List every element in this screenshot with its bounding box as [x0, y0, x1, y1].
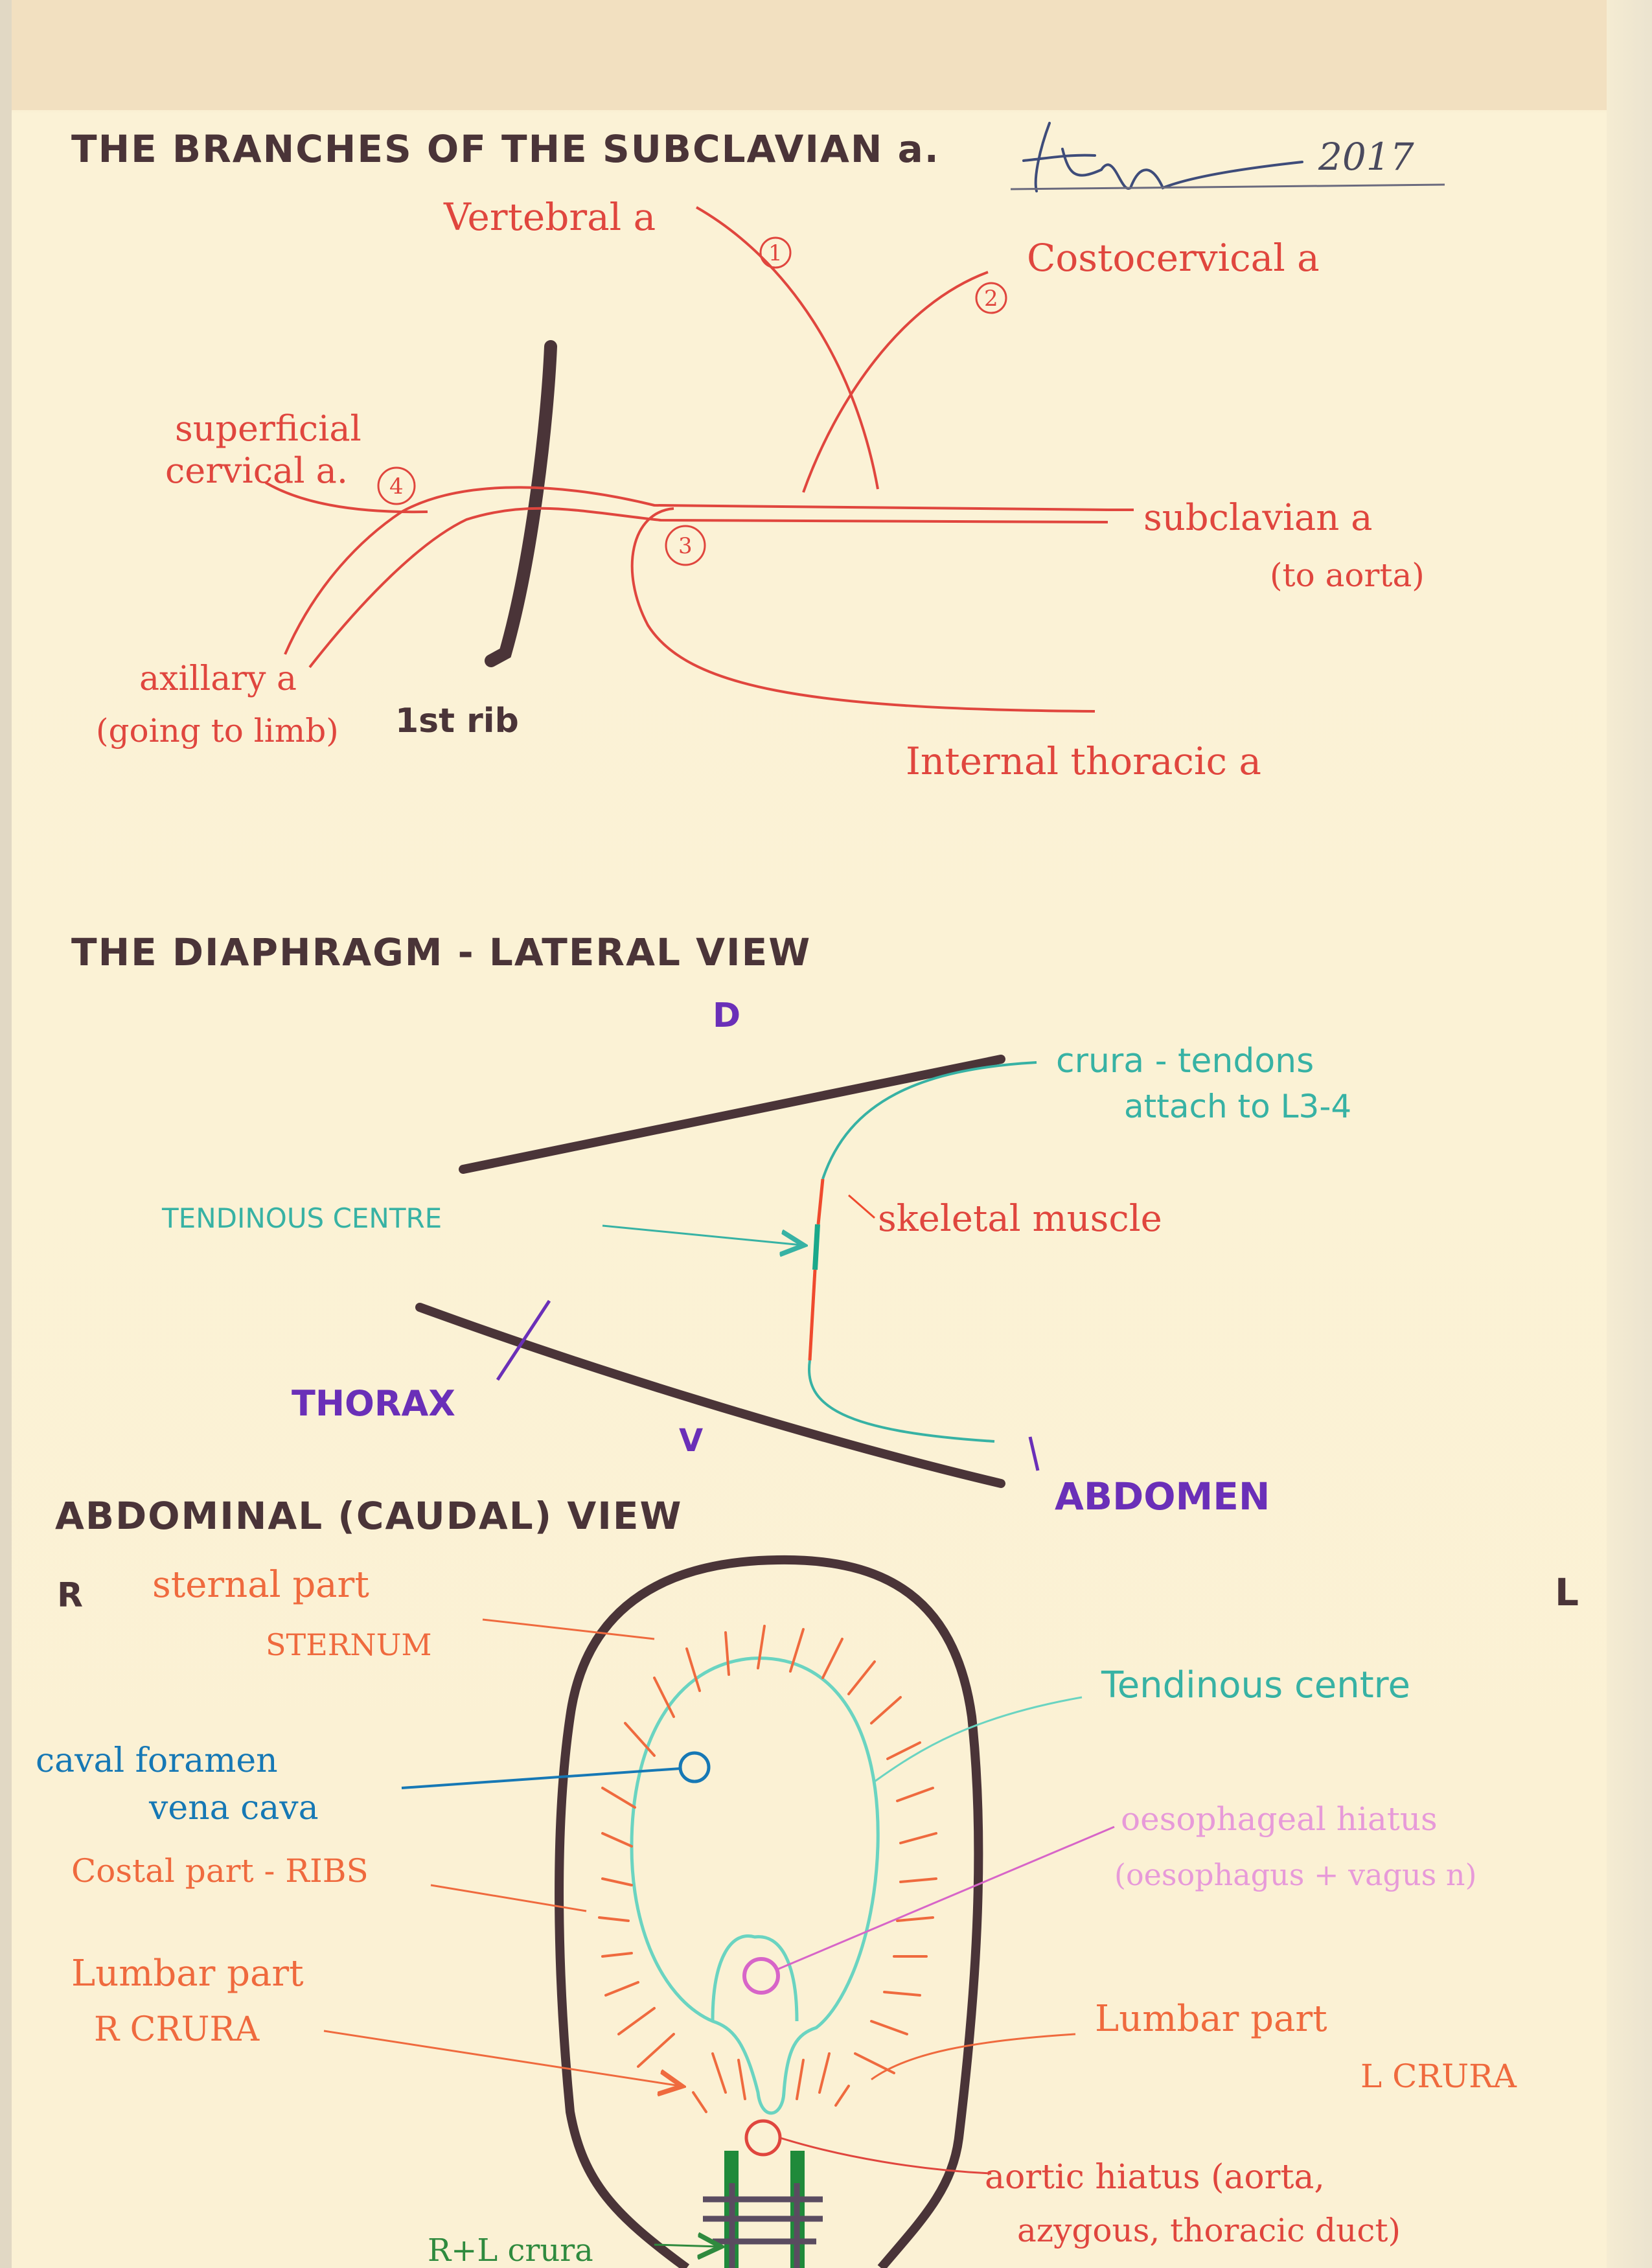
internal-thoracic-artery: [630, 507, 1096, 713]
skeletal-muscle-ventral: [808, 1269, 817, 1361]
lumbar-l-label-2: L CRURA: [1360, 2057, 1517, 2095]
axillary-label-1: axillary a: [139, 659, 297, 698]
abdominal-view-title: ABDOMINAL (CAUDAL) VIEW: [55, 1494, 682, 1538]
oesophageal-hiatus-pointer: [777, 1826, 1115, 1971]
aortic-hiatus: [744, 2119, 782, 2157]
lumbar-r-label-2: R CRURA: [94, 2010, 260, 2049]
rl-crura-arrow: [654, 2245, 719, 2247]
lumbar-r-pointer: [323, 2030, 680, 2086]
tendinous-centre: [630, 1656, 880, 2115]
superficial-cervical-artery: [264, 481, 428, 514]
aortic-hiatus-label-2: azygous, thoracic duct): [1017, 2212, 1401, 2249]
lateral-view-title: THE DIAPHRAGM - LATERAL VIEW: [71, 930, 811, 974]
aortic-hiatus-pointer: [779, 2136, 992, 2175]
costal-part-label: Costal part - RIBS: [71, 1852, 369, 1890]
dorsal-body-wall: [459, 1055, 1005, 1174]
oesophageal-contents-label: (oesophagus + vagus n): [1114, 1857, 1476, 1892]
paper-top-band: [0, 0, 1652, 110]
vertebral-artery: [696, 206, 879, 490]
signature-underline: [1010, 183, 1445, 190]
lateral-view-section: THE DIAPHRAGM - LATERAL VIEW D crura - t…: [71, 930, 1351, 1518]
signature-scribble: [1022, 122, 1303, 192]
branch-number-4: 4: [377, 466, 416, 505]
costocervical-label: Costocervical a: [1027, 236, 1320, 280]
axillary-label-2: (going to limb): [96, 712, 339, 750]
crura-label-1: crura - tendons: [1056, 1042, 1314, 1081]
subclavian-artery-lower-wall: [308, 507, 1108, 669]
superficial-cervical-label-2: cervical a.: [165, 450, 348, 491]
svg-text:3: 3: [678, 533, 693, 559]
oesophageal-hiatus-label: oesophageal hiatus: [1121, 1800, 1438, 1838]
skeletal-muscle-dorsal: [816, 1178, 825, 1225]
costal-part-pointer: [430, 1884, 587, 1912]
crura-base: [703, 2151, 823, 2268]
signature: 2017: [1010, 122, 1445, 192]
lumbar-l-pointer: [871, 2033, 1076, 2081]
branch-number-3: 3: [665, 525, 706, 566]
subclavian-artery-upper-wall: [284, 486, 1108, 655]
lumbar-l-label-1: Lumbar part: [1095, 1998, 1327, 2040]
costocervical-trunk: [802, 271, 989, 493]
right-side-label: R: [57, 1576, 83, 1615]
svg-text:2: 2: [984, 286, 998, 312]
signature-year: 2017: [1318, 135, 1414, 179]
oesophageal-hiatus: [742, 1957, 780, 1995]
tendinous-centre-label-abd: Tendinous centre: [1101, 1664, 1410, 1706]
sternum-label: STERNUM: [266, 1627, 432, 1662]
skeletal-muscle-pointer: [848, 1194, 875, 1219]
ventral-body-wall: [415, 1303, 1005, 1488]
svg-text:4: 4: [389, 474, 404, 499]
abdomen-pointer: [1028, 1436, 1040, 1471]
sternal-part-pointer: [482, 1618, 655, 1640]
body-wall-outline: [555, 1555, 983, 2268]
paper-right-edge: [1607, 0, 1652, 2268]
vena-cava-label: vena cava: [148, 1789, 319, 1827]
caval-foramen: [678, 1751, 711, 1783]
caval-foramen-label: caval foramen: [36, 1741, 278, 1780]
lumbar-r-label-1: Lumbar part: [71, 1953, 304, 1995]
abdominal-view-section: ABDOMINAL (CAUDAL) VIEW R L: [36, 1494, 1579, 2268]
first-rib: [485, 340, 557, 667]
branch-number-1: 1: [759, 236, 792, 269]
abdomen-label: ABDOMEN: [1055, 1474, 1270, 1518]
crura-tendon-ventral: [808, 1360, 995, 1443]
dorsal-label: D: [713, 996, 740, 1035]
thorax-label: THORAX: [292, 1383, 455, 1424]
tendinous-centre-label: TENDINOUS CENTRE: [161, 1202, 442, 1234]
svg-text:1: 1: [768, 240, 783, 266]
crura-tendon-dorsal: [821, 1061, 1037, 1180]
rl-crura-label: R+L crura: [428, 2232, 593, 2268]
subclavian-title: THE BRANCHES OF THE SUBCLAVIAN a.: [71, 127, 940, 171]
tendinous-centre-pointer: [874, 1696, 1083, 1783]
tendinous-centre-notch: [711, 1934, 799, 2022]
aortic-hiatus-label-1: aortic hiatus (aorta,: [985, 2158, 1325, 2197]
first-rib-label: 1st rib: [395, 702, 519, 740]
left-side-label: L: [1555, 1570, 1579, 1614]
crura-label-2: attach to L3-4: [1124, 1088, 1351, 1125]
tendinous-centre-arrow: [602, 1224, 802, 1245]
internal-thoracic-label: Internal thoracic a: [906, 739, 1261, 783]
superficial-cervical-label-1: superficial: [175, 408, 361, 449]
caval-foramen-pointer: [401, 1767, 681, 1789]
subclavian-section: THE BRANCHES OF THE SUBCLAVIAN a. 2017: [71, 122, 1445, 783]
thorax-pointer: [496, 1300, 551, 1381]
branch-number-2: 2: [975, 282, 1007, 314]
sternal-part-label: sternal part: [152, 1564, 369, 1606]
skeletal-muscle-label: skeletal muscle: [878, 1198, 1162, 1240]
muscle-fibres: [598, 1625, 937, 2113]
ventral-label: V: [679, 1423, 703, 1459]
subclavian-label-2: (to aorta): [1270, 556, 1425, 594]
paper-left-edge: [0, 0, 12, 2268]
subclavian-label-1: subclavian a: [1143, 497, 1373, 539]
tendinous-centre-segment: [812, 1224, 820, 1270]
vertebral-label: Vertebral a: [443, 195, 656, 239]
